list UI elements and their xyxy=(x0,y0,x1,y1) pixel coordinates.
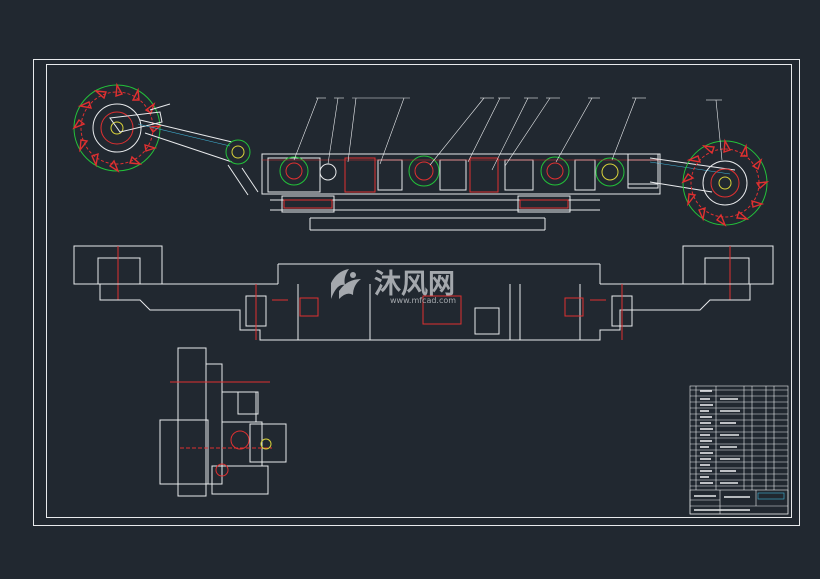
inner-frame xyxy=(46,64,792,518)
watermark-brand: 沐风网 xyxy=(374,269,455,300)
parts-list-table xyxy=(689,385,789,515)
machine-body xyxy=(261,153,661,231)
mfcad-logo-icon xyxy=(331,269,361,299)
shearer-side-view xyxy=(159,347,287,497)
watermark: 沐风网 www.mfcad.com xyxy=(331,269,456,305)
shearer-front-view xyxy=(72,82,770,231)
outer-frame xyxy=(33,59,800,526)
callout-leaders xyxy=(293,97,723,231)
left-ranging-arm xyxy=(137,119,259,196)
shearer-plan-view xyxy=(73,245,774,341)
left-cutting-drum xyxy=(72,82,171,173)
right-cutting-drum xyxy=(681,138,770,227)
watermark-url: www.mfcad.com xyxy=(390,296,456,305)
